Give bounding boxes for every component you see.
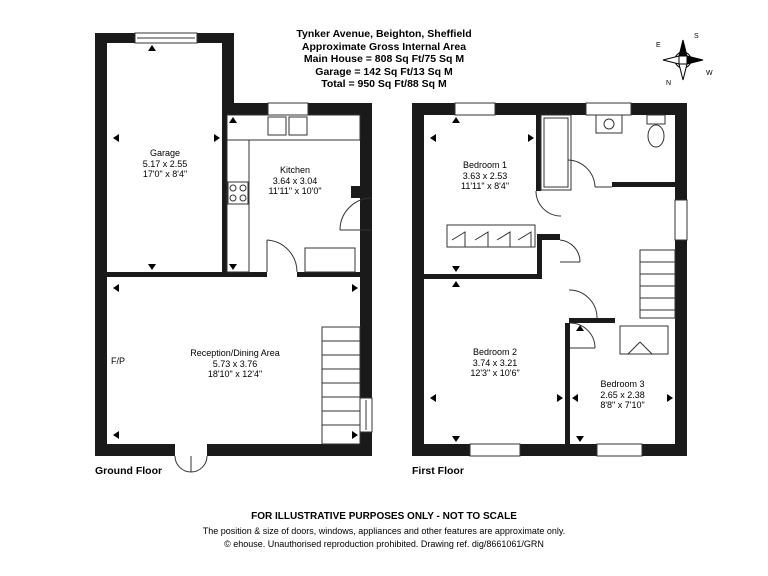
compass-south: S xyxy=(694,33,699,40)
plan-header: Tynker Avenue, Beighton, Sheffield Appro… xyxy=(250,28,518,91)
room-kitchen: Kitchen 3.64 x 3.04 11'11" x 10'0" xyxy=(250,165,340,197)
first-floor-fixtures xyxy=(446,102,688,457)
room-metric: 2.65 x 2.38 xyxy=(600,389,645,400)
total-area: Total = 950 Sq Ft/88 Sq M xyxy=(321,78,447,90)
room-metric: 5.17 x 2.55 xyxy=(142,158,188,169)
room-imperial: 18'10" x 12'4" xyxy=(207,369,263,379)
room-reception: Reception/Dining Area 5.73 x 3.76 18'10"… xyxy=(175,348,295,380)
area-title: Approximate Gross Internal Area xyxy=(301,40,467,53)
copyright: © ehouse. Unauthorised reproduction proh… xyxy=(224,539,544,549)
room-bedroom-1: Bedroom 1 3.63 x 2.53 11'11" x 8'4" xyxy=(440,160,530,192)
room-metric: 3.74 x 3.21 xyxy=(472,357,518,368)
room-name: Reception/Dining Area xyxy=(190,348,280,358)
compass-east: E xyxy=(656,42,661,49)
room-name: Bedroom 1 xyxy=(462,160,508,170)
garage-area: Garage = 142 Sq Ft/13 Sq M xyxy=(315,65,453,78)
room-name: Bedroom 2 xyxy=(472,347,518,357)
room-metric: 5.73 x 3.76 xyxy=(212,358,258,369)
fireplace-label: F/P xyxy=(111,356,126,366)
disclaimer: FOR ILLUSTRATIVE PURPOSES ONLY - NOT TO … xyxy=(251,511,517,522)
room-imperial: 11'11" x 8'4" xyxy=(460,181,510,191)
room-imperial: 11'11" x 10'0" xyxy=(268,186,322,196)
room-imperial: 12'3" x 10'6" xyxy=(470,368,520,378)
compass-icon xyxy=(662,39,704,81)
room-name: Kitchen xyxy=(279,165,311,175)
room-imperial: 17'0" x 8'4" xyxy=(142,169,188,179)
footer-note: The position & size of doors, windows, a… xyxy=(202,526,566,536)
room-metric: 3.64 x 3.04 xyxy=(272,175,318,186)
ground-floor-label: Ground Floor xyxy=(95,465,163,477)
property-address: Tynker Avenue, Beighton, Sheffield xyxy=(296,28,472,40)
compass-west: W xyxy=(706,70,713,77)
ground-floor-walls xyxy=(95,33,372,456)
ground-floor-fixtures xyxy=(134,32,373,473)
room-name: Garage xyxy=(149,148,181,158)
dimension-ticks xyxy=(113,45,673,442)
room-name: Bedroom 3 xyxy=(600,379,645,389)
room-bedroom-3: Bedroom 3 2.65 x 2.38 8'8" x 7'10" xyxy=(580,379,665,411)
room-bedroom-2: Bedroom 2 3.74 x 3.21 12'3" x 10'6" xyxy=(450,347,540,379)
room-metric: 3.63 x 2.53 xyxy=(462,170,508,181)
room-imperial: 8'8" x 7'10" xyxy=(600,400,645,410)
compass-north: N xyxy=(666,80,672,87)
first-floor-label: First Floor xyxy=(412,465,464,477)
main-house-area: Main House = 808 Sq Ft/75 Sq M xyxy=(303,53,465,65)
room-garage: Garage 5.17 x 2.55 17'0" x 8'4" xyxy=(120,148,210,180)
